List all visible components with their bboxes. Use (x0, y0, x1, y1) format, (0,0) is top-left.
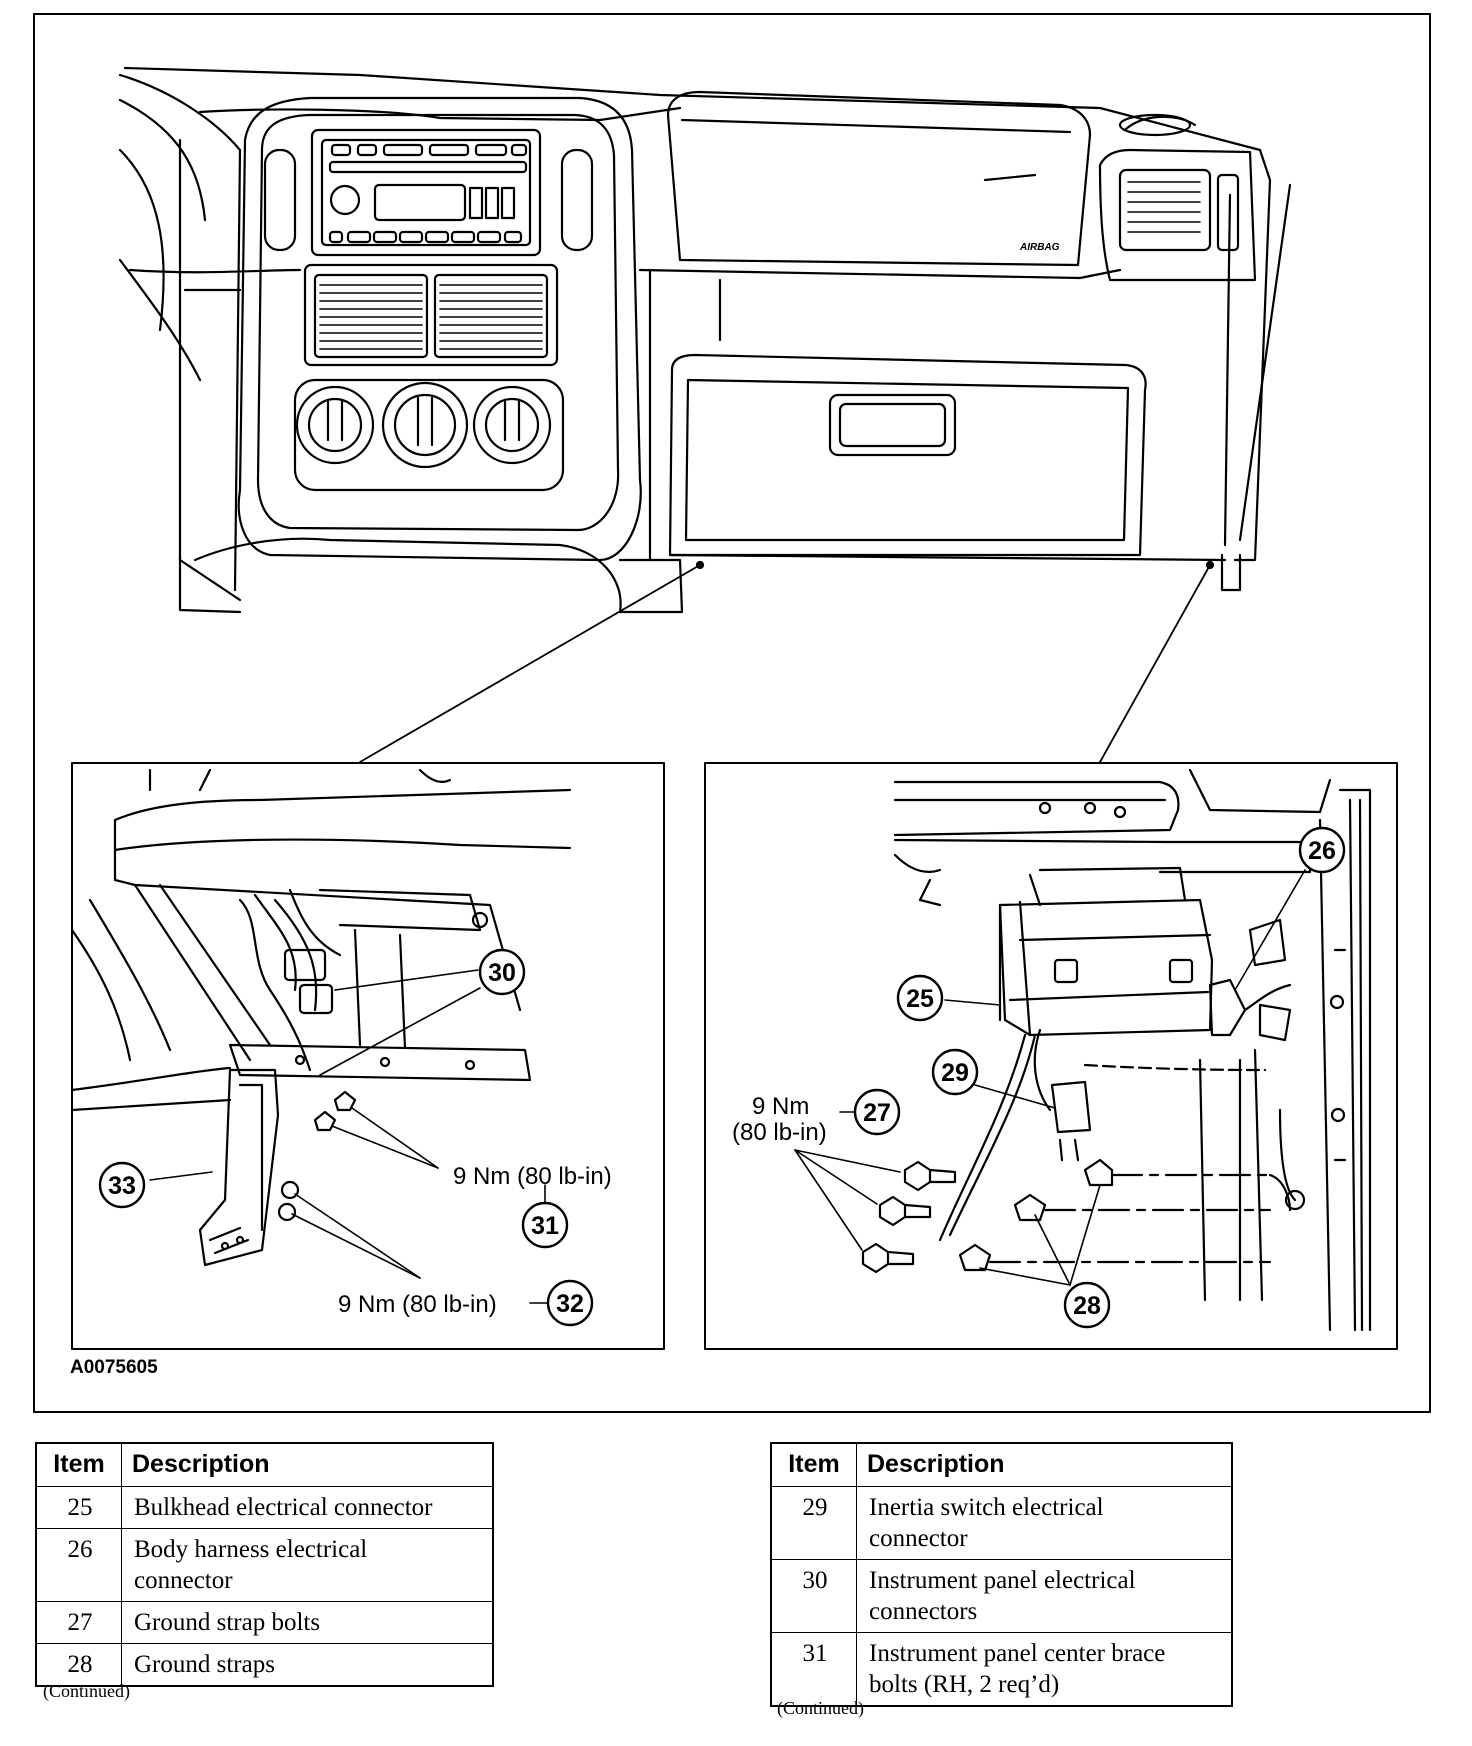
callout-31: 31 (521, 1201, 569, 1249)
table-row: 31 Instrument panel center brace bolts (R… (770, 1632, 1233, 1707)
description-line-1: Inertia switch electrical (869, 1494, 1104, 1521)
item-description: Body harness electrical connector (121, 1528, 494, 1602)
table-row: 30 Instrument panel electrical connectors (770, 1559, 1233, 1633)
table-header-row: Item Description (35, 1442, 494, 1487)
callout-26-label: 26 (1308, 837, 1336, 865)
item-number: 25 (35, 1486, 122, 1529)
callout-30: 30 (478, 948, 526, 996)
header-description: Description (856, 1442, 1233, 1487)
figure-id: A0075605 (70, 1357, 158, 1378)
callout-33: 33 (98, 1161, 146, 1209)
callout-31-label: 31 (531, 1212, 559, 1240)
callout-25-label: 25 (906, 985, 934, 1013)
callout-25: 25 (896, 974, 944, 1022)
item-description: Instrument panel electrical connectors (856, 1559, 1233, 1633)
header-item: Item (35, 1442, 122, 1487)
airbag-badge: AIRBAG (1019, 242, 1060, 253)
item-number: 31 (770, 1632, 857, 1707)
continued-note-right: (Continued) (777, 1698, 864, 1718)
description-line-1: Ground strap bolts (134, 1609, 321, 1636)
description-line-2: bolts (RH, 2 req’d) (869, 1671, 1060, 1698)
callout-29-label: 29 (941, 1059, 969, 1087)
item-number: 27 (35, 1601, 122, 1644)
callout-28: 28 (1063, 1281, 1111, 1329)
callout-27: 27 (853, 1088, 901, 1136)
continued-note-left: (Continued) (43, 1681, 130, 1701)
description-line-1: Bulkhead electrical connector (134, 1494, 433, 1521)
item-number: 30 (770, 1559, 857, 1633)
table-row: 28 Ground straps (35, 1643, 494, 1687)
description-line-2: connector (869, 1525, 968, 1552)
description-line-2: connectors (869, 1598, 978, 1625)
torque-spec-27-line1: 9 Nm (752, 1093, 809, 1120)
description-line-1: Body harness electrical (134, 1536, 368, 1563)
right-detail-view (704, 762, 1398, 1350)
callout-28-label: 28 (1073, 1292, 1101, 1320)
item-description: Instrument panel center brace bolts (RH, … (856, 1632, 1233, 1707)
table-row: 29 Inertia switch electrical connector (770, 1486, 1233, 1560)
callout-26: 26 (1298, 826, 1346, 874)
callout-29: 29 (931, 1048, 979, 1096)
description-line-1: Ground straps (134, 1651, 275, 1678)
table-header-row: Item Description (770, 1442, 1233, 1487)
description-line-1: Instrument panel center brace (869, 1640, 1166, 1667)
callout-32: 32 (546, 1279, 594, 1327)
legend-table-right: Item Description 29 Inertia switch elect… (770, 1442, 1233, 1707)
callout-33-label: 33 (108, 1172, 136, 1200)
table-row: 27 Ground strap bolts (35, 1601, 494, 1644)
callout-27-label: 27 (863, 1099, 891, 1127)
legend-table-left: Item Description 25 Bulkhead electrical … (35, 1442, 494, 1687)
torque-spec-31: 9 Nm (80 lb-in) (453, 1163, 612, 1190)
item-description: Bulkhead electrical connector (121, 1486, 494, 1529)
header-description: Description (121, 1442, 494, 1487)
item-description: Ground straps (121, 1643, 494, 1687)
callout-32-label: 32 (556, 1290, 584, 1318)
figure-frame (33, 13, 1431, 1413)
instrument-panel-overview: AIRBAG (118, 66, 1292, 763)
table-row: 25 Bulkhead electrical connector (35, 1486, 494, 1529)
table-row: 26 Body harness electrical connector (35, 1528, 494, 1602)
torque-spec-27-line2: (80 lb-in) (732, 1119, 827, 1146)
left-detail-view (70, 762, 665, 1350)
item-number: 26 (35, 1528, 122, 1602)
description-line-2: connector (134, 1567, 233, 1594)
item-number: 29 (770, 1486, 857, 1560)
callout-30-label: 30 (488, 959, 516, 987)
torque-spec-32: 9 Nm (80 lb-in) (338, 1291, 497, 1318)
item-description: Ground strap bolts (121, 1601, 494, 1644)
item-description: Inertia switch electrical connector (856, 1486, 1233, 1560)
header-item: Item (770, 1442, 857, 1487)
description-line-1: Instrument panel electrical (869, 1567, 1136, 1594)
item-number: 28 (35, 1643, 122, 1687)
